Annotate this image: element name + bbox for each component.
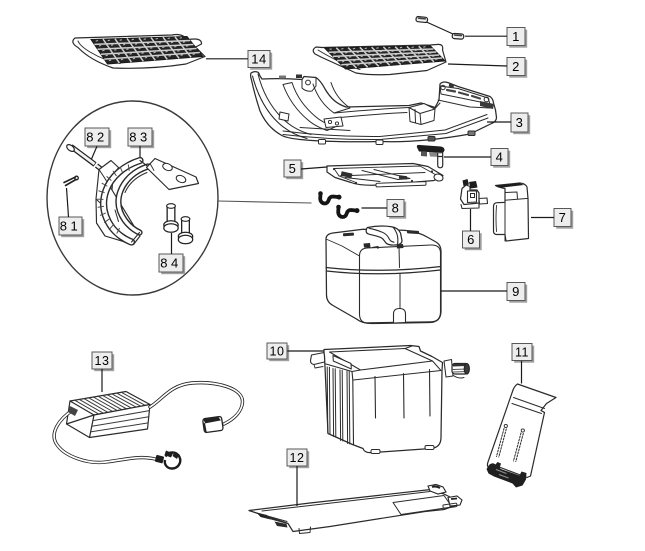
svg-text:83: 83 (129, 129, 150, 144)
svg-text:12: 12 (290, 451, 305, 465)
svg-text:14: 14 (251, 51, 266, 66)
svg-text:8: 8 (392, 200, 400, 215)
svg-text:7: 7 (559, 210, 567, 225)
svg-text:3: 3 (516, 115, 524, 130)
svg-text:13: 13 (95, 354, 110, 368)
svg-text:82: 82 (86, 129, 107, 144)
svg-text:84: 84 (160, 255, 181, 270)
svg-text:9: 9 (512, 284, 520, 299)
svg-text:10: 10 (270, 344, 285, 358)
svg-text:1: 1 (512, 29, 520, 44)
svg-text:6: 6 (467, 232, 475, 247)
svg-text:11: 11 (515, 345, 529, 359)
svg-text:4: 4 (496, 149, 504, 164)
svg-text:2: 2 (512, 59, 520, 74)
svg-text:5: 5 (289, 161, 297, 176)
svg-text:81: 81 (60, 218, 81, 233)
